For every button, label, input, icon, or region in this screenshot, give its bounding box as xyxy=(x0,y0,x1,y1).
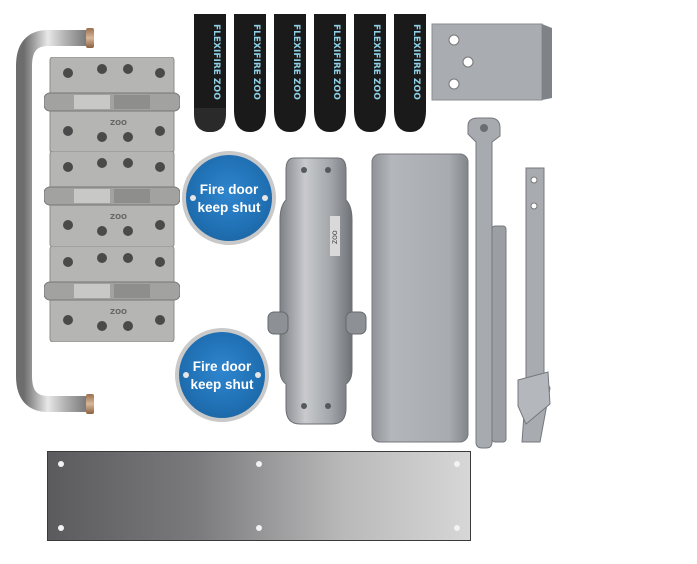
fire-door-sign: Fire door keep shut xyxy=(175,328,269,422)
svg-text:FLEXIFIRE ZOO: FLEXIFIRE ZOO xyxy=(251,24,261,100)
svg-text:ZOO: ZOO xyxy=(110,119,127,127)
svg-text:ZOO: ZOO xyxy=(110,213,127,221)
hinge: ZOO xyxy=(44,57,180,153)
screw-hole xyxy=(256,525,262,531)
kick-plate xyxy=(47,451,471,541)
hinge: ZOO xyxy=(44,151,180,247)
svg-text:FLEXIFIRE ZOO: FLEXIFIRE ZOO xyxy=(291,24,301,100)
fire-door-sign: Fire door keep shut xyxy=(182,151,276,245)
door-closer-cover xyxy=(371,153,469,443)
screw-hole xyxy=(454,525,460,531)
pull-handle xyxy=(16,28,94,414)
screw-hole xyxy=(183,372,189,378)
svg-text:ZOO: ZOO xyxy=(110,308,127,316)
svg-text:ZOO: ZOO xyxy=(332,230,339,244)
screw-hole xyxy=(255,372,261,378)
screw-hole xyxy=(256,461,262,467)
parallel-arm-bracket xyxy=(517,167,551,443)
svg-text:FLEXIFIRE ZOO: FLEXIFIRE ZOO xyxy=(411,24,421,100)
svg-text:FLEXIFIRE ZOO: FLEXIFIRE ZOO xyxy=(331,24,341,100)
screw-hole xyxy=(454,461,460,467)
screw-hole xyxy=(58,461,64,467)
screw-hole xyxy=(262,195,268,201)
screw-hole xyxy=(58,525,64,531)
sign-line-1: Fire door xyxy=(199,182,259,197)
svg-text:FLEXIFIRE ZOO: FLEXIFIRE ZOO xyxy=(211,24,221,100)
sign-line-2: keep shut xyxy=(197,200,261,215)
intumescent-seals: FLEXIFIRE ZOO FLEXIFIRE ZOO FLEXIFIRE ZO… xyxy=(194,14,426,132)
hinge: ZOO xyxy=(44,246,180,342)
sign-line-1: Fire door xyxy=(192,359,252,374)
svg-text:FLEXIFIRE ZOO: FLEXIFIRE ZOO xyxy=(371,24,381,100)
closer-arm xyxy=(467,117,507,449)
mounting-bracket xyxy=(431,23,552,101)
screw-hole xyxy=(190,195,196,201)
door-closer-body: ZOO xyxy=(267,157,367,425)
sign-line-2: keep shut xyxy=(190,377,254,392)
